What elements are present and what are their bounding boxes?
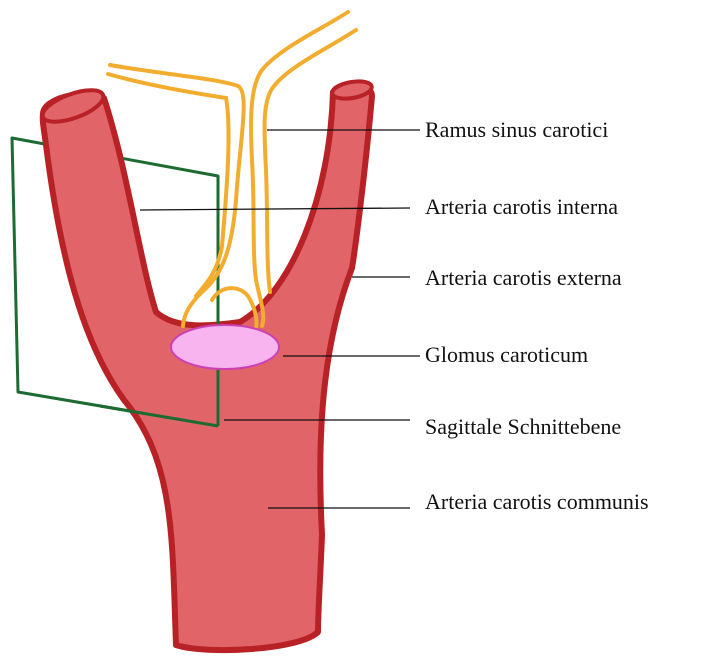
label-ramus-sinus-carotici: Ramus sinus carotici — [425, 117, 608, 142]
label-glomus-caroticum: Glomus caroticum — [425, 342, 588, 367]
leader-line-interna — [140, 208, 410, 210]
label-arteria-carotis-communis: Arteria carotis communis — [425, 489, 649, 514]
glomus-caroticum-body — [171, 325, 279, 369]
label-arteria-carotis-externa: Arteria carotis externa — [425, 265, 622, 290]
label-arteria-carotis-interna: Arteria carotis interna — [425, 194, 618, 219]
label-sagittale-schnittebene: Sagittale Schnittebene — [425, 414, 621, 439]
